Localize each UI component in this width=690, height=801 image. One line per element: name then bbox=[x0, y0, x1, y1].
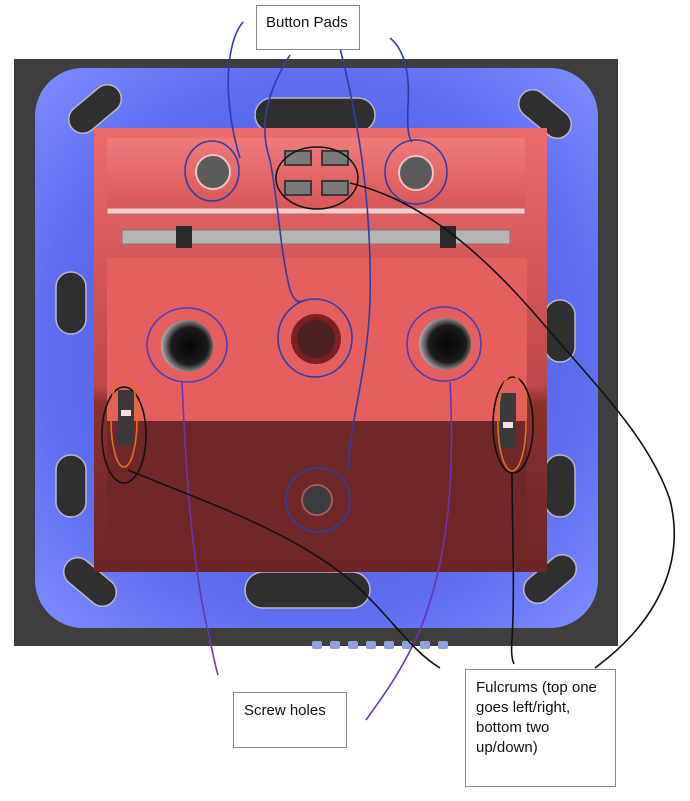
annotation-screw-hole-marks bbox=[146, 306, 482, 721]
mark-line bbox=[349, 182, 675, 669]
rocker-ridge bbox=[106, 207, 526, 215]
callout-screw-holes: Screw holes bbox=[233, 692, 347, 748]
mark-circle bbox=[184, 140, 240, 202]
callout-text: Button Pads bbox=[266, 14, 348, 31]
mark-line bbox=[181, 381, 219, 676]
callout-text: Fulcrums (top one goes left/right, botto… bbox=[476, 679, 597, 756]
mark-line bbox=[127, 469, 441, 669]
mark-circle bbox=[110, 372, 138, 468]
clip-right-lower bbox=[544, 454, 576, 518]
rail bbox=[121, 229, 511, 245]
mark-circle bbox=[277, 298, 353, 378]
clip-top-right bbox=[517, 88, 573, 140]
mark-circle bbox=[146, 307, 228, 383]
annotation-button-pad-marks bbox=[184, 21, 448, 533]
mark-circle bbox=[285, 467, 351, 533]
top-rocker bbox=[107, 138, 525, 210]
base-clips bbox=[55, 83, 578, 609]
callout-fulcrums: Fulcrums (top one goes left/right, botto… bbox=[465, 669, 616, 787]
button-pad-bottom bbox=[301, 484, 333, 516]
callout-text: Screw holes bbox=[244, 702, 326, 719]
annotation-fulcrum-marks bbox=[101, 146, 675, 669]
screw-hole-left bbox=[161, 320, 213, 372]
contact-pad bbox=[321, 150, 349, 166]
clip-left-upper bbox=[55, 271, 87, 335]
button-pad-center bbox=[291, 314, 341, 364]
switch-body bbox=[94, 128, 547, 572]
mark-line bbox=[510, 471, 515, 665]
button-pad-right bbox=[398, 155, 434, 191]
button-pad-left bbox=[195, 154, 231, 190]
mark-line bbox=[339, 47, 371, 471]
mark-circle bbox=[384, 139, 448, 205]
rail-stop-right bbox=[440, 226, 456, 248]
contact-pad bbox=[321, 180, 349, 196]
toolbar-icon-row bbox=[312, 641, 448, 649]
contact-pad bbox=[284, 150, 312, 166]
mark-line bbox=[264, 54, 307, 303]
contact-pad bbox=[284, 180, 312, 196]
mark-circle bbox=[497, 374, 527, 472]
mark-circle bbox=[492, 376, 534, 474]
fulcrum-left bbox=[118, 390, 134, 445]
mark-circle bbox=[275, 146, 359, 210]
callout-button-pads: Button Pads bbox=[256, 5, 360, 50]
mark-line bbox=[389, 37, 413, 143]
clip-left-lower bbox=[55, 454, 87, 518]
mark-line bbox=[227, 21, 244, 159]
rail-stop-left bbox=[176, 226, 192, 248]
mark-circle bbox=[101, 386, 147, 484]
mark-line bbox=[365, 381, 453, 721]
fulcrum-right bbox=[500, 393, 516, 448]
mark-circle bbox=[406, 306, 482, 382]
screw-hole-right bbox=[419, 318, 471, 370]
contact-pad-block bbox=[284, 150, 349, 196]
clip-top-left bbox=[67, 83, 123, 135]
clip-bottom-center bbox=[244, 571, 371, 609]
